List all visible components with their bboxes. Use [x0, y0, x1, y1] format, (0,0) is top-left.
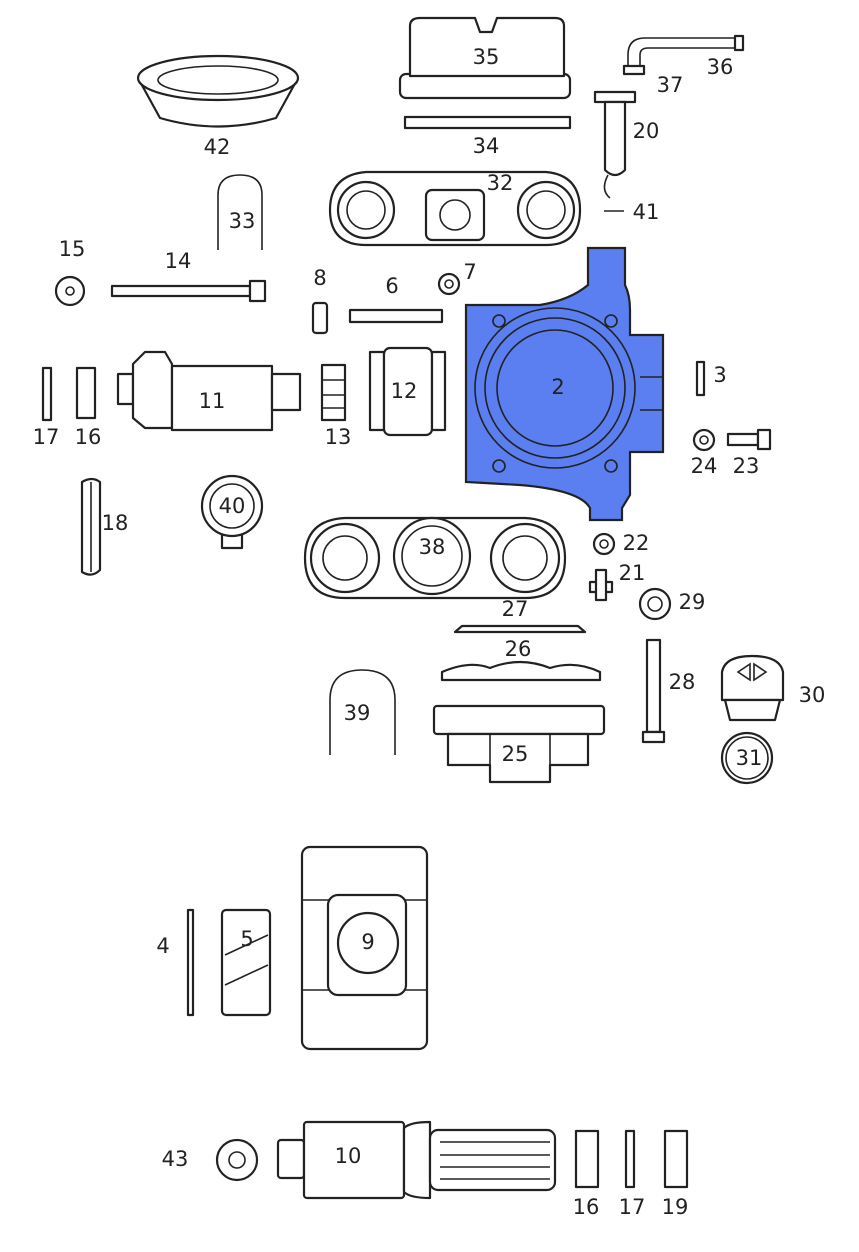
part-30-valve[interactable]: 30: [720, 654, 826, 722]
part-8-pin[interactable]: 8: [311, 266, 329, 335]
part-6-plate[interactable]: 6: [348, 274, 444, 324]
part-label: 3: [713, 363, 726, 387]
part-24-washer[interactable]: 24: [691, 428, 718, 478]
part-label: 20: [633, 119, 660, 143]
part-label: 41: [633, 200, 660, 224]
part-43-washer[interactable]: 43: [162, 1138, 259, 1182]
part-11-eccentric-shaft[interactable]: 11: [116, 350, 302, 432]
part-9-gearbox-housing[interactable]: 9: [300, 845, 429, 1051]
part-label: 37: [657, 73, 684, 97]
part-13-bearing[interactable]: 13: [320, 363, 352, 449]
part-label: 7: [463, 260, 476, 284]
part-17-ring[interactable]: 17: [33, 366, 60, 449]
part-label: 29: [679, 590, 706, 614]
part-label: 11: [199, 389, 226, 413]
part-label: 39: [344, 701, 371, 725]
part-label: 4: [156, 934, 169, 958]
part-29-washer[interactable]: 29: [638, 587, 706, 621]
part-label: 6: [385, 274, 398, 298]
part-label: 23: [733, 454, 760, 478]
part-16-bushing[interactable]: 16: [75, 366, 102, 449]
part-label: 21: [619, 561, 646, 585]
part-label: 8: [313, 266, 326, 290]
part-28-bolt[interactable]: 28: [641, 638, 696, 744]
part-label: 24: [691, 454, 718, 478]
part-label: 43: [162, 1147, 189, 1171]
part-label: 40: [219, 494, 246, 518]
part-label: 31: [736, 746, 763, 770]
part-42-filter-bowl[interactable]: 42: [136, 54, 300, 159]
part-label: 33: [229, 209, 256, 233]
part-label: 30: [799, 683, 826, 707]
part-14-bolt[interactable]: 14: [110, 249, 267, 303]
part-label: 14: [165, 249, 192, 273]
part-label: 10: [335, 1144, 362, 1168]
part-3-pin[interactable]: 3: [695, 360, 727, 397]
part-19-seal[interactable]: 19: [662, 1129, 689, 1219]
part-label: 2: [551, 375, 564, 399]
part-label: 13: [325, 425, 352, 449]
part-34-gasket[interactable]: 34: [403, 115, 572, 158]
part-label: 36: [707, 55, 734, 79]
part-41-ring[interactable]: 41: [604, 200, 659, 224]
part-label: 9: [361, 930, 374, 954]
part-32-upper-manifold[interactable]: 32: [328, 170, 582, 247]
part-label: 16: [75, 425, 102, 449]
part-label: 12: [391, 379, 418, 403]
part-label: 15: [59, 237, 86, 261]
part-label: 19: [662, 1195, 689, 1219]
part-35-cover[interactable]: 35: [398, 16, 572, 100]
part-12-connecting-rod[interactable]: 12: [368, 346, 447, 437]
part-16-bushing-lower[interactable]: 16: [573, 1129, 600, 1219]
part-40-cap[interactable]: 40: [200, 474, 264, 550]
part-label: 17: [33, 425, 60, 449]
part-20-strainer[interactable]: 20: [593, 90, 660, 199]
part-label: 25: [502, 742, 529, 766]
part-10-pto-shaft[interactable]: 10: [276, 1120, 557, 1200]
part-label: 27: [502, 597, 529, 621]
part-2-pump-body[interactable]: 2: [464, 246, 665, 522]
part-label: 17: [619, 1195, 646, 1219]
part-label: 35: [473, 45, 500, 69]
part-25-pump-head[interactable]: 25: [432, 704, 606, 784]
part-label: 26: [505, 637, 532, 661]
part-26-diaphragm[interactable]: 26: [440, 637, 602, 682]
part-label: 34: [473, 134, 500, 158]
part-label: 38: [419, 535, 446, 559]
part-37-nut[interactable]: 37: [622, 64, 684, 97]
part-22-seal[interactable]: 22: [592, 531, 650, 556]
part-31-valve-ring[interactable]: 31: [720, 731, 774, 785]
part-label: 28: [669, 670, 696, 694]
part-5-bearing-sleeve[interactable]: 5: [220, 908, 272, 1017]
part-38-lower-manifold[interactable]: 38: [303, 516, 567, 600]
part-18-seal[interactable]: 18: [80, 477, 129, 576]
part-15-washer[interactable]: 15: [54, 237, 86, 307]
part-36-elbow-pipe[interactable]: 36: [627, 34, 745, 79]
part-27-diaphragm-plate[interactable]: 27: [453, 597, 587, 634]
part-label: 32: [487, 171, 514, 195]
part-21-screw[interactable]: 21: [588, 561, 646, 602]
part-7-seal[interactable]: 7: [437, 260, 477, 296]
part-17-ring-lower[interactable]: 17: [619, 1129, 646, 1219]
part-39-u-bolt[interactable]: 39: [329, 669, 396, 755]
part-label: 5: [240, 927, 253, 951]
part-33-u-bolt[interactable]: 33: [217, 174, 263, 250]
part-4-circlip[interactable]: 4: [156, 908, 195, 1017]
part-label: 16: [573, 1195, 600, 1219]
part-label: 42: [204, 135, 231, 159]
part-23-screw[interactable]: 23: [726, 428, 772, 478]
part-label: 22: [623, 531, 650, 555]
part-label: 18: [102, 511, 129, 535]
